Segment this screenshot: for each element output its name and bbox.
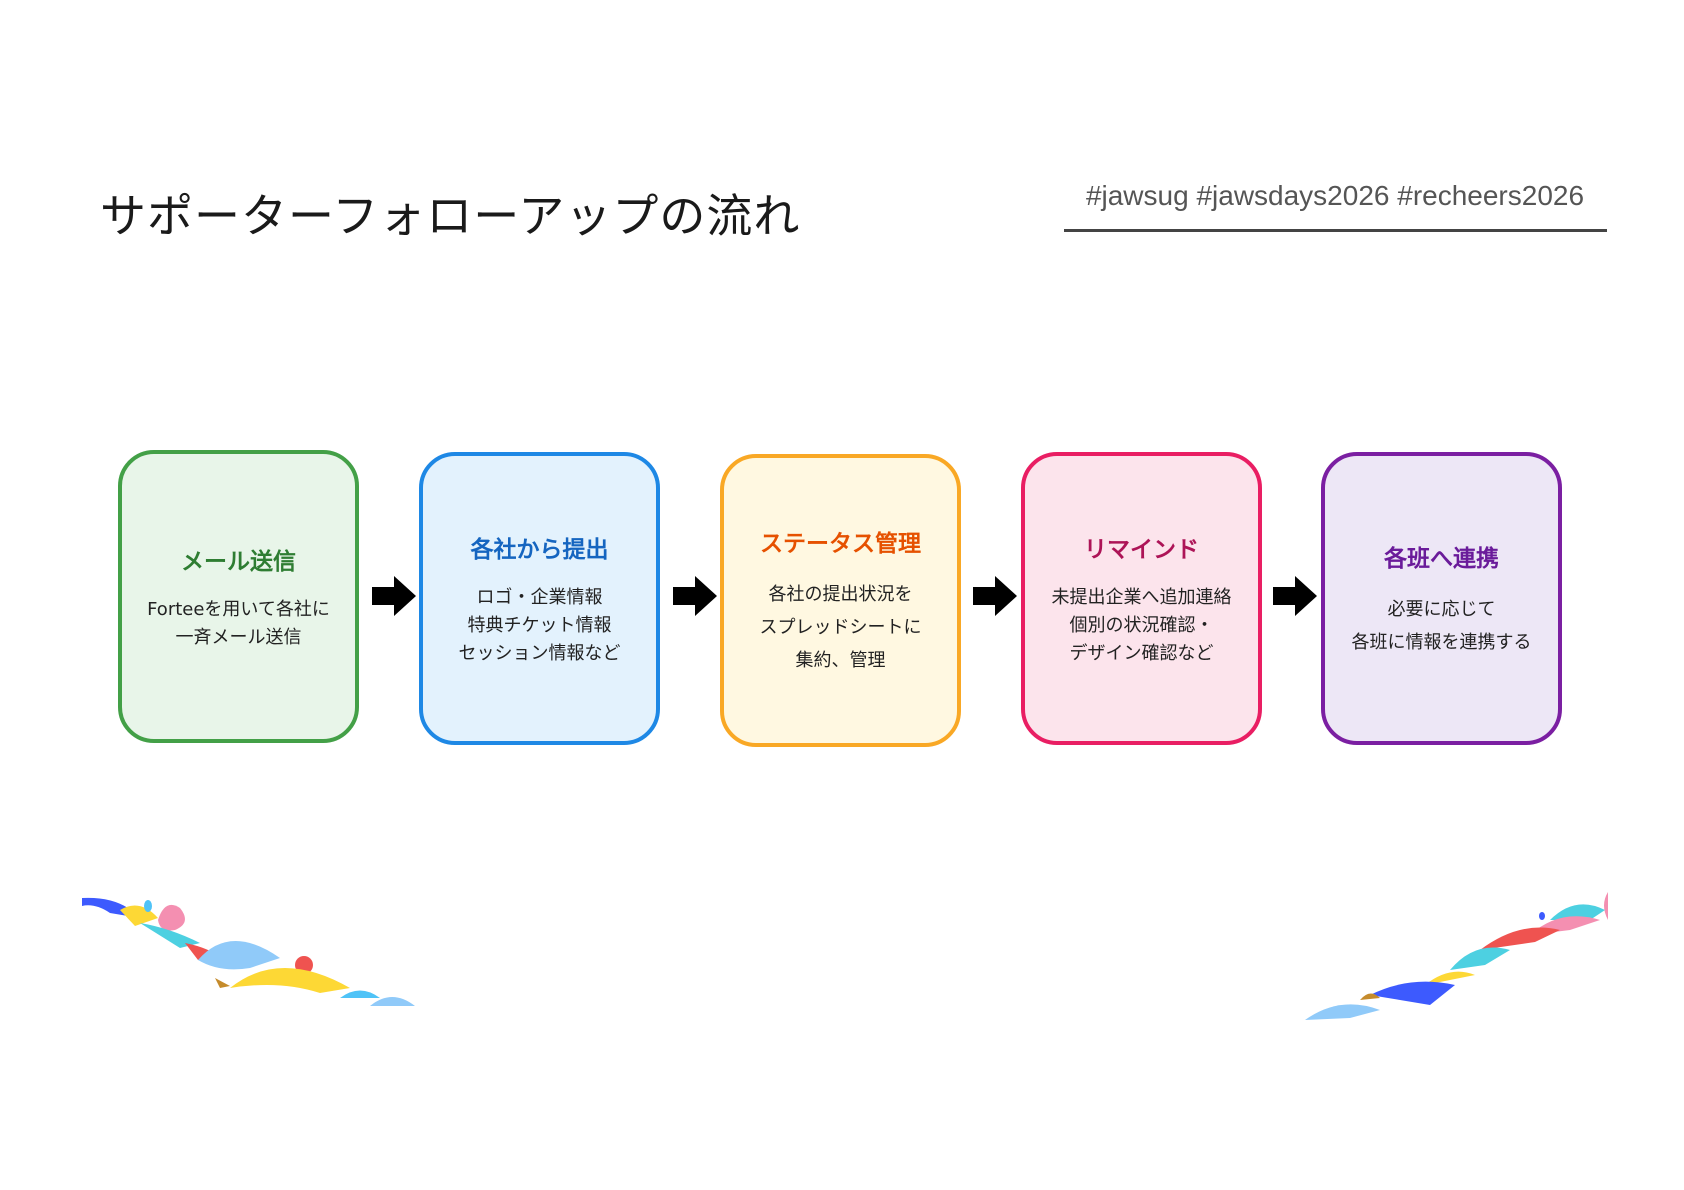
hashtags: #jawsug #jawsdays2026 #recheers2026 — [1085, 180, 1585, 211]
step-card-share: 各班へ連携 必要に応じて 各班に情報を連携する — [1321, 452, 1562, 745]
step-card-remind: リマインド 未提出企業へ追加連絡 個別の状況確認・ デザイン確認など — [1021, 452, 1262, 745]
step-desc-line: 特典チケット情報 — [467, 614, 612, 636]
step-card-submission: 各社から提出 ロゴ・企業情報 特典チケット情報 セッション情報など — [419, 452, 660, 745]
step-desc-line: スプレッドシートに — [759, 617, 922, 638]
hashtag-underline — [1064, 229, 1607, 232]
step-desc-line: 一斉メール送信 — [175, 626, 302, 648]
step-description: Forteeを用いて各社に 一斉メール送信 — [147, 596, 330, 652]
step-description: ロゴ・企業情報 特典チケット情報 セッション情報など — [459, 584, 621, 668]
confetti-decoration-left — [82, 897, 415, 1006]
right-arrow-icon — [973, 576, 1017, 616]
step-desc-line: 個別の状況確認・ — [1069, 614, 1214, 636]
step-description: 必要に応じて 各班に情報を連携する — [1352, 593, 1532, 659]
step-title: 各社から提出 — [470, 536, 609, 563]
step-title: 各班へ連携 — [1384, 545, 1499, 572]
step-desc-line: ロゴ・企業情報 — [476, 586, 603, 608]
step-desc-line: セッション情報など — [458, 642, 621, 664]
step-desc-line: Forteeを用いて各社に — [147, 598, 330, 620]
step-card-status: ステータス管理 各社の提出状況を スプレッドシートに 集約、管理 — [720, 454, 961, 747]
confetti-decoration-right — [1305, 892, 1608, 1020]
step-desc-line: 各班に情報を連携する — [1351, 631, 1532, 653]
step-title: メール送信 — [181, 548, 296, 575]
step-desc-line: デザイン確認など — [1069, 642, 1214, 664]
step-title: ステータス管理 — [760, 531, 921, 557]
step-desc-line: 未提出企業へ追加連絡 — [1051, 586, 1232, 608]
right-arrow-icon — [372, 576, 416, 616]
step-desc-line: 各社の提出状況を — [768, 584, 913, 605]
step-desc-line: 集約、管理 — [795, 650, 886, 671]
slide-title: サポーターフォローアップの流れ — [100, 189, 801, 243]
step-description: 未提出企業へ追加連絡 個別の状況確認・ デザイン確認など — [1052, 584, 1232, 668]
step-description: 各社の提出状況を スプレッドシートに 集約、管理 — [760, 578, 922, 677]
step-desc-line: 必要に応じて — [1387, 598, 1496, 620]
step-card-email: メール送信 Forteeを用いて各社に 一斉メール送信 — [118, 450, 359, 743]
right-arrow-icon — [1273, 576, 1317, 616]
right-arrow-icon — [673, 576, 717, 616]
step-title: リマインド — [1084, 536, 1199, 563]
